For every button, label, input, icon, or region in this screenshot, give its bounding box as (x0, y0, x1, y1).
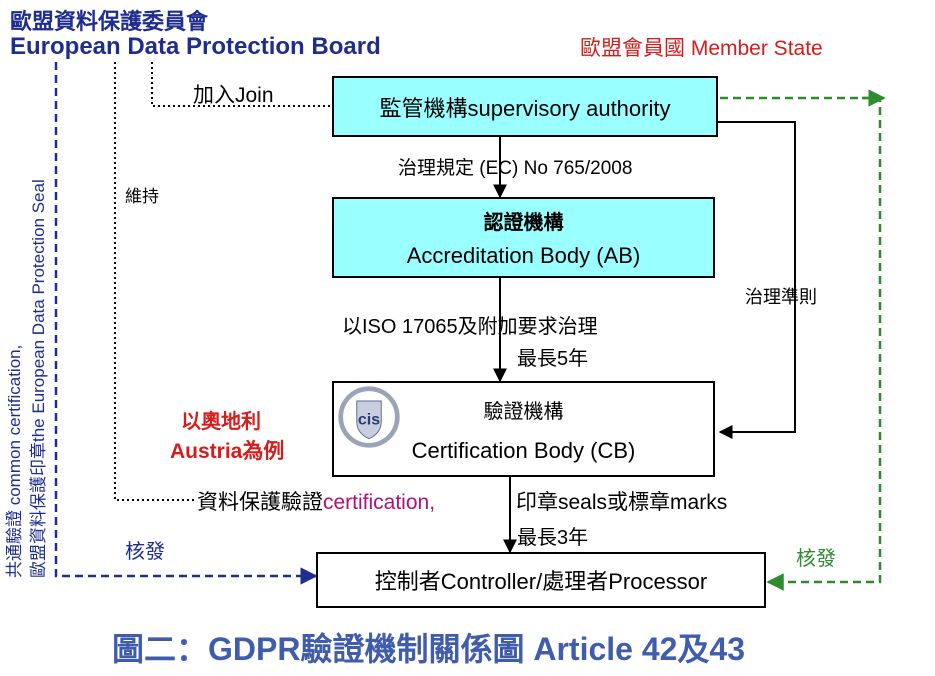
member-issue-dashed-arrow (720, 96, 882, 591)
seal-issue-dashed-arrow (54, 62, 318, 585)
supervisory-authority-label: 監管機構supervisory authority (379, 95, 671, 121)
cis-icon-ring (338, 386, 400, 448)
certification-body-box: 驗證機構 Certification Body (CB) (332, 381, 715, 477)
maintain-dotted-line (114, 62, 194, 501)
certification-body-zh: 驗證機構 (483, 398, 564, 423)
european-seal-label: 歐盟資料保護印章the European Data Protection Sea… (29, 179, 48, 578)
cis-icon-text: cis (358, 411, 380, 429)
common-certification-label: 共通驗證 common certification, (5, 344, 24, 578)
iso-requirement-label: 以ISO 17065及附加要求治理 (342, 316, 598, 338)
seals-marks-label: 印章seals或標章marks (516, 491, 728, 514)
accreditation-body-zh: 認證機構 (483, 210, 564, 234)
controller-processor-label: 控制者Controller/處理者Processor (374, 569, 708, 594)
certification-prefix: 資料保護驗證 (197, 491, 323, 514)
edpb-title-en: European Data Protection Board (10, 33, 381, 60)
maintain-label: 維持 (125, 187, 159, 207)
edpb-title-zh: 歐盟資料保護委員會 (10, 9, 209, 35)
certification-label: 資料保護驗證certification, (197, 486, 435, 516)
controller-processor-box: 控制者Controller/處理者Processor (316, 552, 766, 608)
austria-label-en: Austria為例 (170, 440, 285, 463)
governance-arrow (718, 121, 796, 439)
seals-duration-label: 最長3年 (517, 527, 589, 549)
figure-caption: 圖二：GDPR驗證機制關係圖 Article 42及43 (112, 631, 746, 667)
member-state-label: 歐盟會員國 Member State (580, 37, 823, 60)
supervisory-authority-box: 監管機構supervisory authority (332, 76, 718, 137)
iso-duration-label: 最長5年 (517, 348, 589, 370)
issue-right-label: 核發 (796, 548, 836, 570)
cis-icon-shield (356, 400, 382, 440)
austria-label-zh: 以奧地利 (181, 409, 261, 433)
regulation-label: 治理規定 (EC) No 765/2008 (398, 158, 633, 179)
join-label: 加入Join (193, 84, 274, 107)
governance-label: 治理準則 (745, 287, 817, 308)
accreditation-body-box: 認證機構 Accreditation Body (AB) (332, 197, 715, 278)
accreditation-body-en: Accreditation Body (AB) (406, 243, 641, 268)
cis-icon: cis (338, 386, 400, 448)
issue-left-label: 核發 (125, 541, 165, 563)
certification-body-en: Certification Body (CB) (411, 437, 636, 463)
certification-word: certification, (323, 491, 436, 514)
